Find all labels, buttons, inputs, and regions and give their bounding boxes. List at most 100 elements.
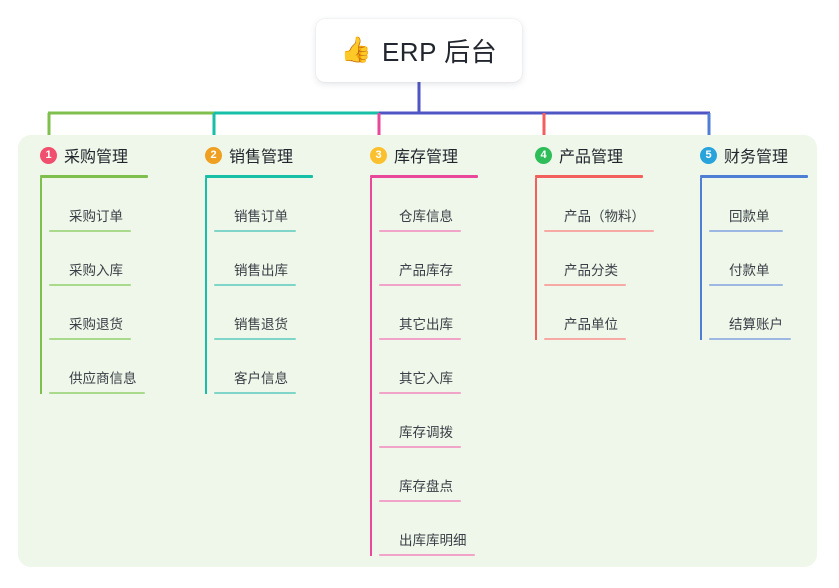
branch-header-3[interactable]: 3 库存管理	[370, 140, 478, 170]
leaf-underline	[49, 284, 131, 286]
branch-header-underline	[40, 175, 148, 178]
leaf-item[interactable]: 产品分类	[544, 232, 626, 286]
branch-leaf-list: 产品（物料） 产品分类产品单位	[535, 178, 654, 340]
leaf-item[interactable]: 仓库信息	[379, 178, 461, 232]
leaf-label: 销售出库	[234, 263, 288, 278]
leaf-item[interactable]: 客户信息	[214, 340, 296, 394]
root-node[interactable]: 👍 ERP 后台	[316, 19, 522, 82]
leaf-label: 产品（物料）	[564, 209, 645, 224]
content-panel	[18, 135, 817, 567]
branch-header-5[interactable]: 5 财务管理	[700, 140, 808, 170]
leaf-label: 结算账户	[729, 317, 783, 332]
leaf-underline	[544, 230, 654, 232]
leaf-item[interactable]: 采购订单	[49, 178, 131, 232]
branch-spine	[700, 178, 702, 340]
branch-spine	[370, 178, 372, 556]
leaf-item[interactable]: 出库库明细	[379, 502, 475, 556]
leaf-underline	[214, 284, 296, 286]
leaf-label: 其它出库	[399, 317, 453, 332]
leaf-underline	[214, 230, 296, 232]
leaf-underline	[49, 230, 131, 232]
leaf-label: 销售订单	[234, 209, 288, 224]
leaf-underline	[379, 554, 475, 556]
leaf-item[interactable]: 供应商信息	[49, 340, 145, 394]
leaf-underline	[49, 338, 131, 340]
leaf-label: 销售退货	[234, 317, 288, 332]
leaf-item[interactable]: 产品库存	[379, 232, 461, 286]
branch-column-4: 4 产品管理产品（物料） 产品分类产品单位	[535, 140, 654, 340]
leaf-label: 供应商信息	[69, 371, 137, 386]
branch-spine	[40, 178, 42, 394]
leaf-label: 产品单位	[564, 317, 618, 332]
branch-column-3: 3 库存管理仓库信息产品库存其它出库其它入库库存调拨库存盘点出库库明细	[370, 140, 478, 556]
leaf-item[interactable]: 回款单	[709, 178, 783, 232]
leaf-label: 采购订单	[69, 209, 123, 224]
leaf-underline	[544, 338, 626, 340]
leaf-label: 其它入库	[399, 371, 453, 386]
branch-index-badge: 2	[205, 146, 222, 164]
leaf-underline	[214, 338, 296, 340]
branch-leaf-list: 回款单付款单结算账户	[700, 178, 808, 340]
leaf-label: 采购退货	[69, 317, 123, 332]
leaf-underline	[379, 284, 461, 286]
branch-index-badge: 4	[535, 146, 552, 164]
leaf-item[interactable]: 付款单	[709, 232, 783, 286]
branch-title: 采购管理	[64, 149, 129, 166]
branch-column-5: 5 财务管理回款单付款单结算账户	[700, 140, 808, 340]
leaf-item[interactable]: 产品单位	[544, 286, 626, 340]
branch-title: 库存管理	[394, 149, 459, 166]
leaf-underline	[544, 284, 626, 286]
branch-header-1[interactable]: 1 采购管理	[40, 140, 148, 170]
leaf-item[interactable]: 销售退货	[214, 286, 296, 340]
leaf-item[interactable]: 其它入库	[379, 340, 461, 394]
branch-title: 财务管理	[724, 149, 789, 166]
branch-leaf-list: 销售订单销售出库销售退货客户信息	[205, 178, 313, 394]
root-title: ERP 后台	[381, 37, 498, 67]
branch-leaf-list: 仓库信息产品库存其它出库其它入库库存调拨库存盘点出库库明细	[370, 178, 478, 556]
leaf-underline	[49, 392, 145, 394]
branch-title: 产品管理	[559, 149, 624, 166]
leaf-label: 产品库存	[399, 263, 453, 278]
leaf-item[interactable]: 销售订单	[214, 178, 296, 232]
branch-spine	[535, 178, 537, 340]
branch-leaf-list: 采购订单采购入库采购退货供应商信息	[40, 178, 148, 394]
branch-header-4[interactable]: 4 产品管理	[535, 140, 643, 170]
leaf-label: 出库库明细	[399, 533, 467, 548]
leaf-label: 采购入库	[69, 263, 123, 278]
leaf-item[interactable]: 采购退货	[49, 286, 131, 340]
leaf-item[interactable]: 其它出库	[379, 286, 461, 340]
leaf-label: 仓库信息	[399, 209, 453, 224]
branch-index-badge: 1	[40, 146, 57, 164]
leaf-label: 产品分类	[564, 263, 618, 278]
branch-index-badge: 5	[700, 146, 717, 164]
leaf-underline	[379, 338, 461, 340]
leaf-item[interactable]: 库存调拨	[379, 394, 461, 448]
leaf-label: 库存盘点	[399, 479, 453, 494]
leaf-label: 库存调拨	[399, 425, 453, 440]
leaf-underline	[709, 338, 791, 340]
leaf-item[interactable]: 采购入库	[49, 232, 131, 286]
leaf-underline	[379, 230, 461, 232]
branch-header-underline	[700, 175, 808, 178]
leaf-item[interactable]: 销售出库	[214, 232, 296, 286]
branch-header-underline	[370, 175, 478, 178]
leaf-underline	[709, 284, 783, 286]
branch-column-2: 2 销售管理销售订单销售出库销售退货客户信息	[205, 140, 313, 394]
branch-title: 销售管理	[229, 149, 294, 166]
branch-header-2[interactable]: 2 销售管理	[205, 140, 313, 170]
leaf-underline	[709, 230, 783, 232]
branch-header-underline	[205, 175, 313, 178]
branch-header-underline	[535, 175, 643, 178]
leaf-label: 付款单	[729, 263, 770, 278]
leaf-item[interactable]: 库存盘点	[379, 448, 461, 502]
leaf-item[interactable]: 产品（物料）	[544, 178, 654, 232]
branch-index-badge: 3	[370, 146, 387, 164]
leaf-underline	[379, 392, 461, 394]
branch-column-1: 1 采购管理采购订单采购入库采购退货供应商信息	[40, 140, 148, 394]
branch-spine	[205, 178, 207, 394]
leaf-label: 客户信息	[234, 371, 288, 386]
thumbs-up-icon: 👍	[340, 36, 372, 64]
leaf-item[interactable]: 结算账户	[709, 286, 791, 340]
leaf-underline	[379, 500, 461, 502]
